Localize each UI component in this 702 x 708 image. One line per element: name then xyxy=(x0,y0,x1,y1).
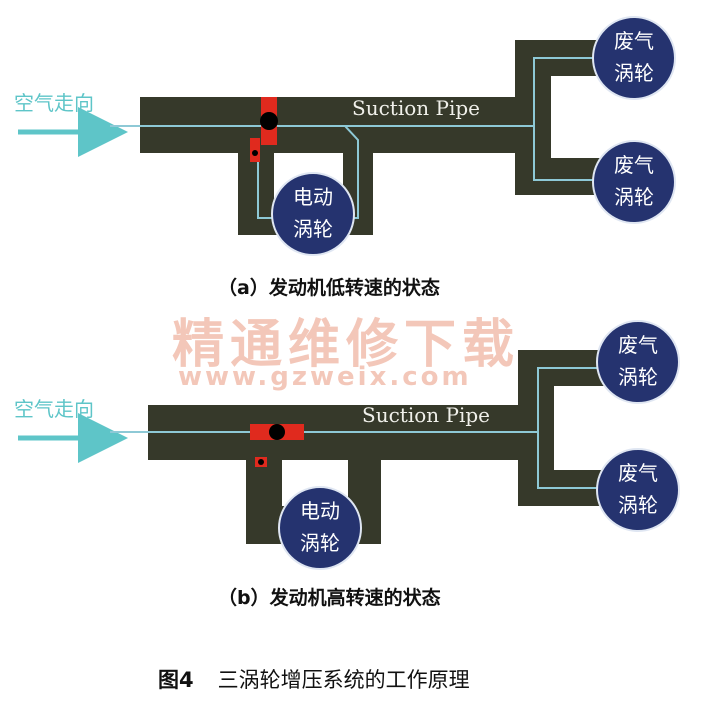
exhaust-turbo-1: 废气 涡轮 xyxy=(596,320,680,404)
electric-turbo-label-line1: 电动 xyxy=(293,185,333,209)
exhaust-turbo-1-label-line2: 涡轮 xyxy=(618,365,658,389)
electric-turbo: 电动 涡轮 xyxy=(271,172,355,256)
turbo-system-diagram: 空气走向 电动 涡轮 xyxy=(14,16,680,570)
pipe-network xyxy=(140,40,610,235)
air-flow-lines xyxy=(110,57,605,219)
electric-turbo-label-line2: 涡轮 xyxy=(293,217,333,241)
air-flow-lines xyxy=(110,367,608,489)
figure-caption: 图4 三涡轮增压系统的工作原理 xyxy=(158,664,470,694)
panel-a-caption: （a）发动机低转速的状态 xyxy=(218,277,440,299)
air-direction-label: 空气走向 xyxy=(14,397,94,421)
electric-turbo: 电动 涡轮 xyxy=(278,486,362,570)
exhaust-turbo-1-label-line1: 废气 xyxy=(614,29,654,53)
exhaust-turbo-2: 废气 涡轮 xyxy=(596,448,680,532)
exhaust-turbo-1: 废气 涡轮 xyxy=(592,16,676,100)
panel-b-diagram: 空气走向 电动 涡轮 废气 xyxy=(14,320,680,570)
exhaust-turbo-2-label-line1: 废气 xyxy=(614,153,654,177)
panel-a-diagram: 空气走向 电动 涡轮 xyxy=(14,16,676,256)
panel-b-caption: （b）发动机高转速的状态 xyxy=(218,587,441,609)
bypass-valve-open xyxy=(250,424,304,467)
watermark-url: www.gzweix.com xyxy=(178,362,472,392)
watermark-text: 精通维修下载 xyxy=(172,315,521,375)
electric-turbo-label-line2: 涡轮 xyxy=(300,531,340,555)
figure-title: 三涡轮增压系统的工作原理 xyxy=(217,668,470,692)
figure-number: 图4 xyxy=(158,668,194,692)
exhaust-turbo-1-label-line1: 废气 xyxy=(618,333,658,357)
exhaust-turbo-2: 废气 涡轮 xyxy=(592,140,676,224)
suction-pipe-label: Suction Pipe xyxy=(352,96,480,120)
exhaust-turbo-2-label-line2: 涡轮 xyxy=(614,185,654,209)
exhaust-turbo-2-label-line1: 废气 xyxy=(618,461,658,485)
exhaust-turbo-2-label-line2: 涡轮 xyxy=(618,493,658,517)
exhaust-turbo-1-label-line2: 涡轮 xyxy=(614,61,654,85)
suction-pipe-label: Suction Pipe xyxy=(362,403,490,427)
electric-turbo-label-line1: 电动 xyxy=(300,499,340,523)
air-direction-label: 空气走向 xyxy=(14,91,94,115)
bypass-valve-closed xyxy=(250,97,278,162)
